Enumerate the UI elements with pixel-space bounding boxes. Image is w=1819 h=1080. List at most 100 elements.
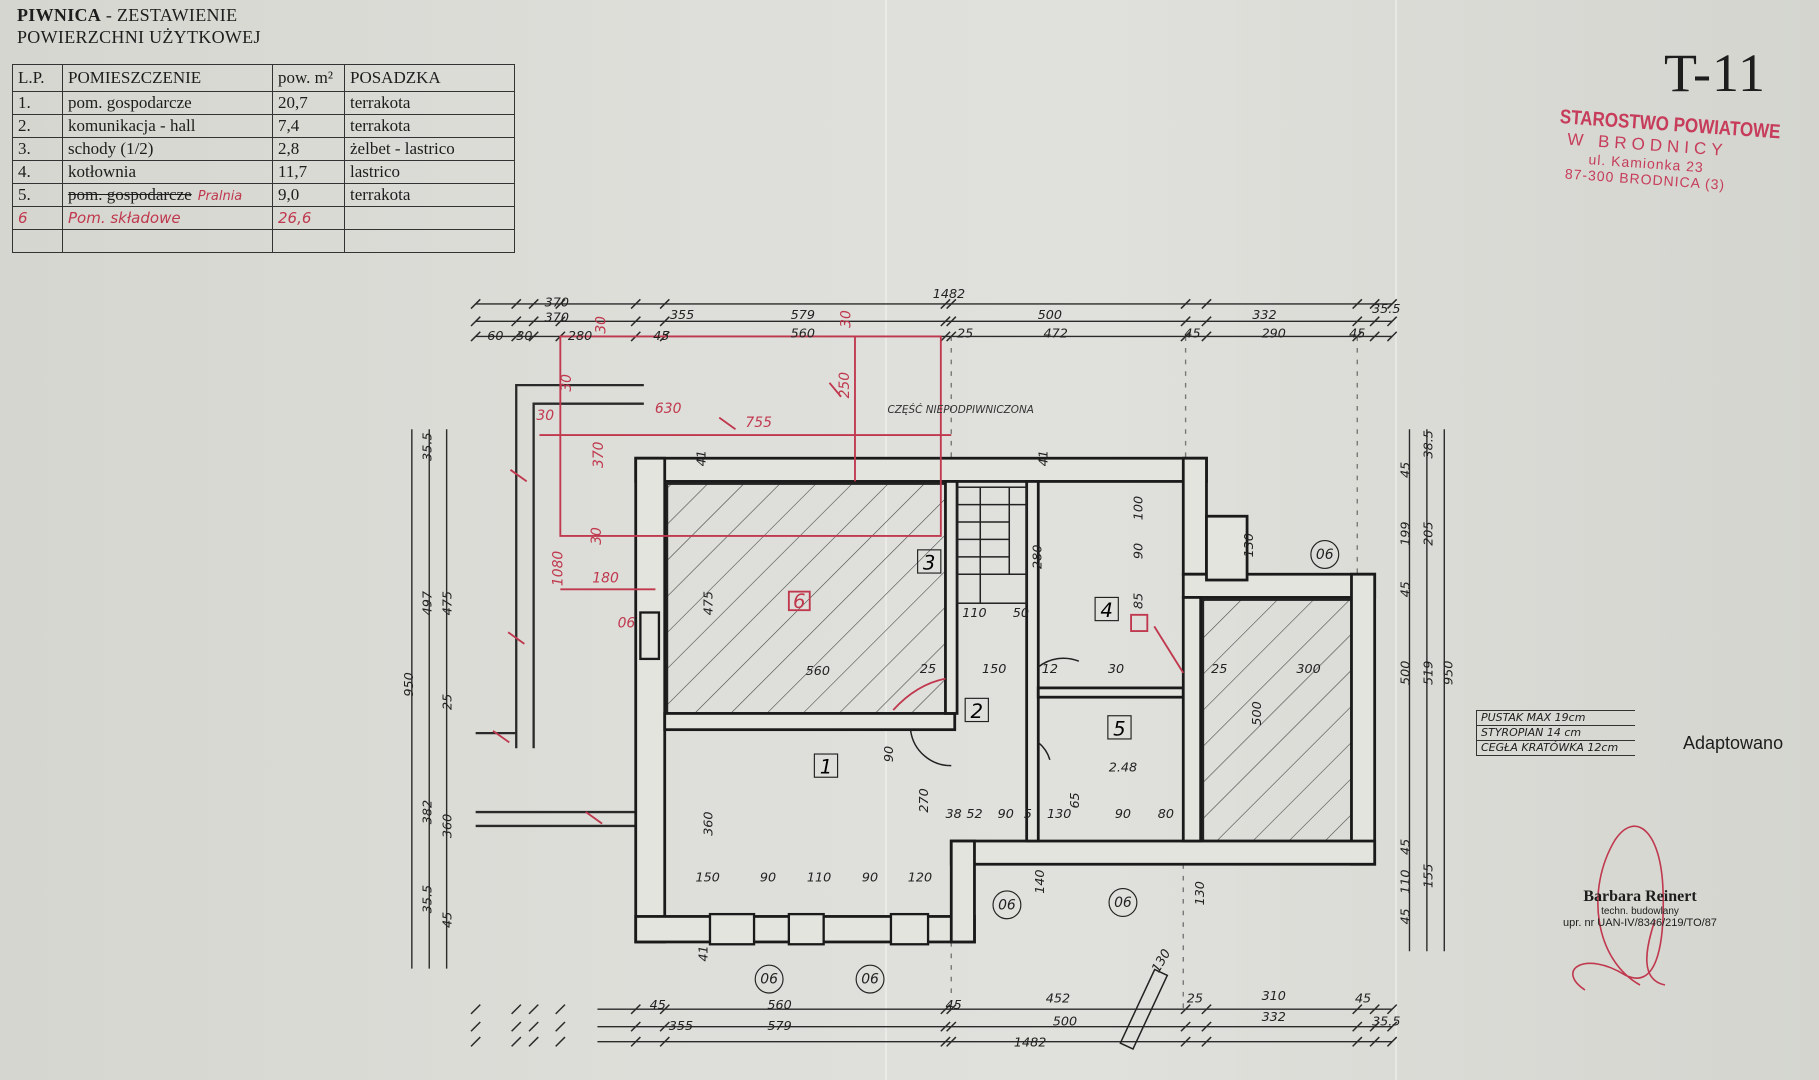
cell-floor: terrakota xyxy=(344,183,515,207)
dimension-tick xyxy=(555,1021,566,1032)
dimension-label: 45 xyxy=(650,998,666,1013)
signature-name: Barbara Reinert xyxy=(1583,888,1697,905)
dimension-label: 290 xyxy=(1262,327,1286,342)
cell-lp: 4. xyxy=(12,160,63,184)
dimension-label: 90 xyxy=(760,871,776,886)
dimension-tick xyxy=(528,1021,539,1032)
red-dimension-label: 30 xyxy=(589,527,605,545)
dimension-label: 579 xyxy=(791,308,815,323)
dimension-label: 130 xyxy=(1149,947,1174,976)
dimension-tick xyxy=(1386,1004,1398,1015)
dimension-tick xyxy=(1180,1004,1191,1015)
col-lp: L.P. xyxy=(12,64,63,92)
dimension-tick xyxy=(511,1036,522,1047)
dimension-tick xyxy=(946,331,957,342)
dimension-label: 332 xyxy=(1252,308,1276,323)
dimension-tick xyxy=(1369,1021,1380,1032)
dimension-tick xyxy=(940,1036,951,1047)
sheet-number: T-11 xyxy=(1664,43,1767,103)
dimension-label: 130 xyxy=(1242,533,1257,557)
dimension-label: 500 xyxy=(1250,701,1265,725)
dimension-tick xyxy=(1369,1036,1380,1047)
dimension-tick xyxy=(946,298,957,310)
dimension-label: 355 xyxy=(670,308,694,323)
section-marker-label: 06 xyxy=(1114,895,1132,911)
dimension-tick xyxy=(630,316,641,327)
title-line2: POWIERZCHNI UŻYTKOWEJ xyxy=(17,27,261,47)
section-marker-circle xyxy=(1310,540,1340,570)
dimension-tick xyxy=(528,1036,539,1047)
dimension-tick xyxy=(1369,298,1380,310)
dimension-label: 950 xyxy=(402,672,417,696)
dimension-tick xyxy=(1180,316,1191,327)
dimension-label: 80 xyxy=(1158,807,1174,822)
cell-lp: 3. xyxy=(12,137,63,161)
adapted-label: Adaptowano xyxy=(1683,733,1784,753)
dimension-tick xyxy=(940,331,951,342)
red-dimension-label: 30 xyxy=(594,316,610,334)
dimension-tick xyxy=(470,316,481,327)
red-annotations xyxy=(492,335,1185,825)
dimension-tick xyxy=(1386,331,1398,342)
dimension-tick xyxy=(946,316,957,327)
dimension-tick xyxy=(630,1004,641,1015)
staircase xyxy=(956,486,1028,604)
dimension-tick xyxy=(1352,1004,1363,1015)
section-marker-circle xyxy=(754,964,784,994)
dimension-label: 205 xyxy=(1422,521,1437,545)
dimension-label: 1482 xyxy=(1014,1035,1046,1050)
dimension-tick xyxy=(1201,298,1212,310)
legend-line: STYROPIAN 14 cm xyxy=(1476,726,1635,741)
red-dimension-label: 250 xyxy=(837,372,853,399)
dimension-tick xyxy=(940,298,951,310)
cell-room: Pom. składowe xyxy=(62,206,273,230)
dimension-tick xyxy=(1369,316,1380,327)
room-label-3: 3 xyxy=(923,552,936,575)
dimension-tick xyxy=(1352,1036,1363,1047)
dimension-tick xyxy=(470,1036,481,1047)
dimension-label: 355 xyxy=(669,1019,693,1034)
dimension-label: 1482 xyxy=(933,287,965,302)
dimension-tick xyxy=(511,1021,522,1032)
dimension-tick xyxy=(659,298,670,310)
title-bold: PIWNICA xyxy=(17,5,102,25)
dimension-label: 90 xyxy=(998,807,1014,822)
dimension-label: 25 xyxy=(957,327,973,342)
room-labels: 1 2 3 4 5 6 xyxy=(793,549,1132,779)
dimension-label: 150 xyxy=(982,662,1006,677)
paper-fold xyxy=(1395,0,1397,1080)
dimension-tick xyxy=(470,298,481,310)
dimension-label: 360 xyxy=(701,811,716,835)
dimension-tick xyxy=(946,1004,957,1015)
dimension-tick xyxy=(659,1021,670,1032)
dimension-label: 45 xyxy=(1398,462,1413,478)
dimension-label: 45 xyxy=(653,329,669,344)
dimension-tick xyxy=(1369,331,1380,342)
dimension-label: 60 xyxy=(487,329,503,344)
dimension-label: 497 xyxy=(421,591,436,615)
dimension-label: 280 xyxy=(1031,545,1046,569)
dimension-tick xyxy=(511,316,522,327)
dimension-label: 45 xyxy=(1398,908,1413,924)
dimension-label: 472 xyxy=(1043,327,1067,342)
dimension-label: 360 xyxy=(440,814,455,838)
dimension-tick xyxy=(528,316,539,327)
col-floor: POSADZKA xyxy=(344,64,515,92)
dimension-label: 41 xyxy=(697,945,712,961)
dimension-tick xyxy=(1386,316,1398,327)
dimension-tick xyxy=(1201,1004,1212,1015)
dimension-tick xyxy=(470,1004,481,1015)
red-dimension-label: 180 xyxy=(592,570,619,586)
dimension-tick xyxy=(555,1036,566,1047)
dimension-label: 475 xyxy=(440,591,455,615)
signature-license: upr. nr UAN-IV/8346/219/TO/87 xyxy=(1563,917,1717,929)
dimension-label: 120 xyxy=(908,871,932,886)
dimension-label: 100 xyxy=(1132,496,1147,520)
dimension-label: 25 xyxy=(440,694,455,710)
dimension-tick xyxy=(630,1021,641,1032)
dimension-label: 452 xyxy=(1046,991,1070,1006)
dimension-label: 45 xyxy=(945,998,961,1013)
signature-block: Barbara Reinert techn. budowlany upr. nr… xyxy=(1545,888,1735,929)
cell-floor xyxy=(344,206,515,230)
